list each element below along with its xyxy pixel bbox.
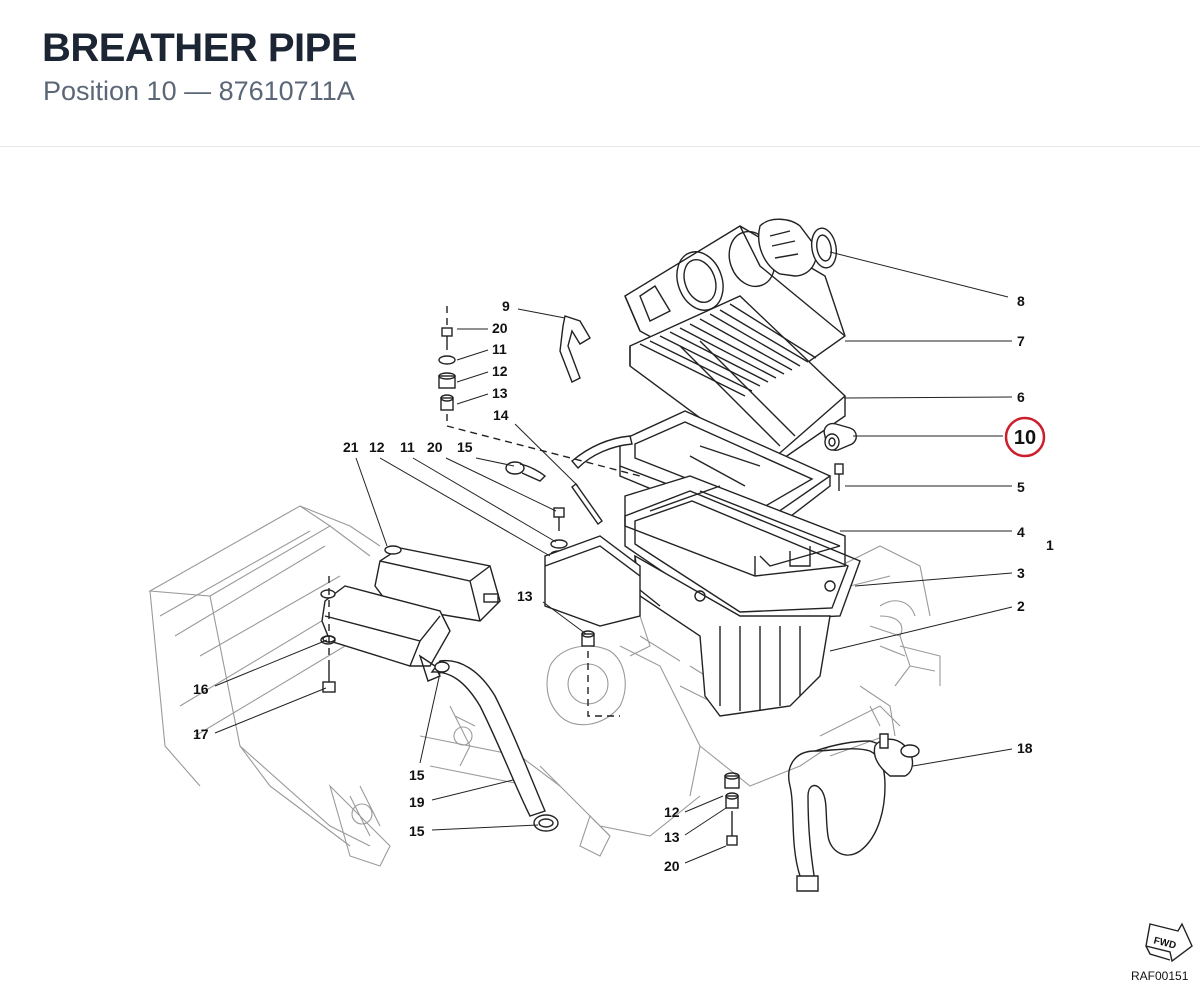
exploded-parts-diagram: FWD 8 7 6 — [148, 218, 1193, 983]
highlight-ring — [1004, 416, 1046, 458]
highlight-number: 10 — [1014, 427, 1036, 449]
callout-7: 7 — [1017, 333, 1025, 349]
callout-4: 4 — [1017, 524, 1025, 540]
page-title: BREATHER PIPE — [42, 26, 358, 70]
breather-pipe-part-10 — [823, 422, 857, 451]
callout-17: 17 — [193, 726, 209, 742]
callout-2: 2 — [1017, 598, 1025, 614]
hardware-stack-top — [438, 306, 641, 477]
callout-12-bottom: 12 — [664, 804, 680, 820]
callout-16: 16 — [193, 681, 209, 697]
callout-5: 5 — [1017, 479, 1025, 495]
callout-18: 18 — [1017, 740, 1033, 756]
clamp-part-15-lower — [533, 814, 559, 832]
callout-1: 1 — [1046, 537, 1054, 553]
callout-leaders — [214, 251, 1013, 864]
callout-11-top: 11 — [492, 341, 507, 357]
callout-20-top: 20 — [492, 320, 508, 336]
callout-20-mid: 20 — [427, 439, 443, 455]
forward-label: FWD — [1152, 935, 1177, 951]
callout-labels: 8 7 6 5 4 3 2 1 18 9 20 11 12 13 14 21 1… — [193, 293, 1054, 874]
clamp-part-15-upper — [505, 461, 547, 482]
pipe-part-14 — [571, 435, 633, 525]
callout-6: 6 — [1017, 389, 1025, 405]
hardware-stack-bottom — [724, 772, 740, 846]
callout-12-mid: 12 — [369, 439, 385, 455]
callout-14: 14 — [493, 407, 509, 423]
callout-13-mid: 13 — [517, 588, 533, 604]
air-tray — [544, 535, 641, 717]
hose-part-19 — [430, 659, 546, 817]
callout-9: 9 — [502, 298, 510, 314]
callout-11-mid: 11 — [400, 439, 415, 455]
motorcycle-frame-drawing — [148, 505, 941, 867]
hose-part-18 — [788, 733, 920, 892]
callout-13-top: 13 — [492, 385, 508, 401]
airbox-base-part-2 — [624, 490, 861, 717]
callout-21: 21 — [343, 439, 359, 455]
screw-part-5 — [834, 463, 844, 491]
callout-20-bottom: 20 — [664, 858, 680, 874]
callout-12-top: 12 — [492, 363, 508, 379]
callout-8: 8 — [1017, 293, 1025, 309]
callout-13-bottom: 13 — [664, 829, 680, 845]
hardware-16-17 — [322, 576, 336, 693]
callout-15-lower: 15 — [409, 823, 425, 839]
forward-direction-icon: FWD — [1145, 922, 1193, 963]
breather-reservoir-front — [320, 585, 451, 682]
callout-19: 19 — [409, 794, 425, 810]
callout-15-mid: 15 — [409, 767, 425, 783]
page-header: BREATHER PIPE Position 10 — 87610711A — [0, 0, 1200, 147]
callout-3: 3 — [1017, 565, 1025, 581]
highlighted-callout-10[interactable]: 10 — [1004, 416, 1046, 458]
page-subtitle: Position 10 — 87610711A — [43, 76, 355, 106]
drawing-reference-code: RAF00151 — [1131, 969, 1189, 983]
callout-15-upper: 15 — [457, 439, 473, 455]
bracket-part-9 — [559, 315, 591, 383]
